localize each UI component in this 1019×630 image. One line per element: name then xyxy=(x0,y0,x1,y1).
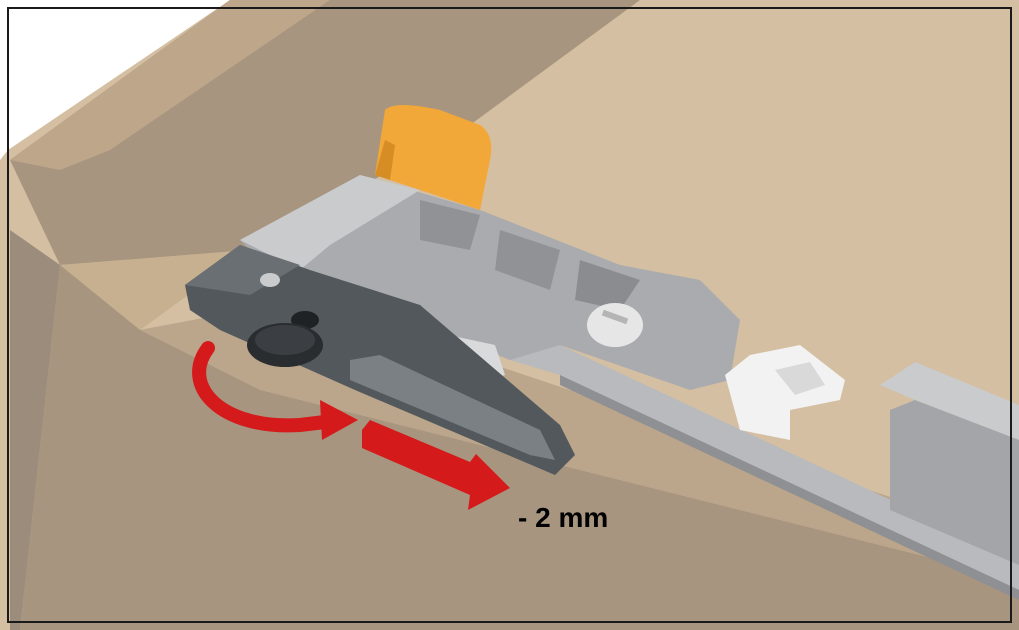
clip-body-top xyxy=(240,175,420,270)
screw-slot xyxy=(601,309,629,325)
adjustment-arrow xyxy=(362,420,510,510)
lever-slide-track xyxy=(350,355,555,460)
knurled-wheel-face xyxy=(255,325,315,355)
orange-release-tab xyxy=(375,105,492,210)
rotation-arrow-head xyxy=(320,400,358,440)
drawer-rail xyxy=(510,345,1019,590)
wood-side-edge xyxy=(10,230,60,630)
adjustment-label: - 2 mm xyxy=(518,502,608,533)
lever-pin xyxy=(260,273,280,287)
orange-tab-shadow xyxy=(375,140,395,180)
drawer-rail-shadow xyxy=(560,375,1019,600)
lever-top-face xyxy=(185,245,300,295)
wood-back-top-strip xyxy=(10,0,330,170)
clip-cavity-2 xyxy=(495,230,560,290)
rotation-arrow-body xyxy=(192,341,332,433)
white-cap xyxy=(725,345,845,440)
frame-border xyxy=(7,7,1012,623)
screw-head xyxy=(587,303,643,347)
white-cap-recess xyxy=(775,362,825,395)
rail-block-top xyxy=(880,362,1019,440)
clip-cavity-1 xyxy=(420,200,480,250)
clip-cavity-3 xyxy=(575,260,640,310)
rail-block-face xyxy=(890,400,1019,565)
